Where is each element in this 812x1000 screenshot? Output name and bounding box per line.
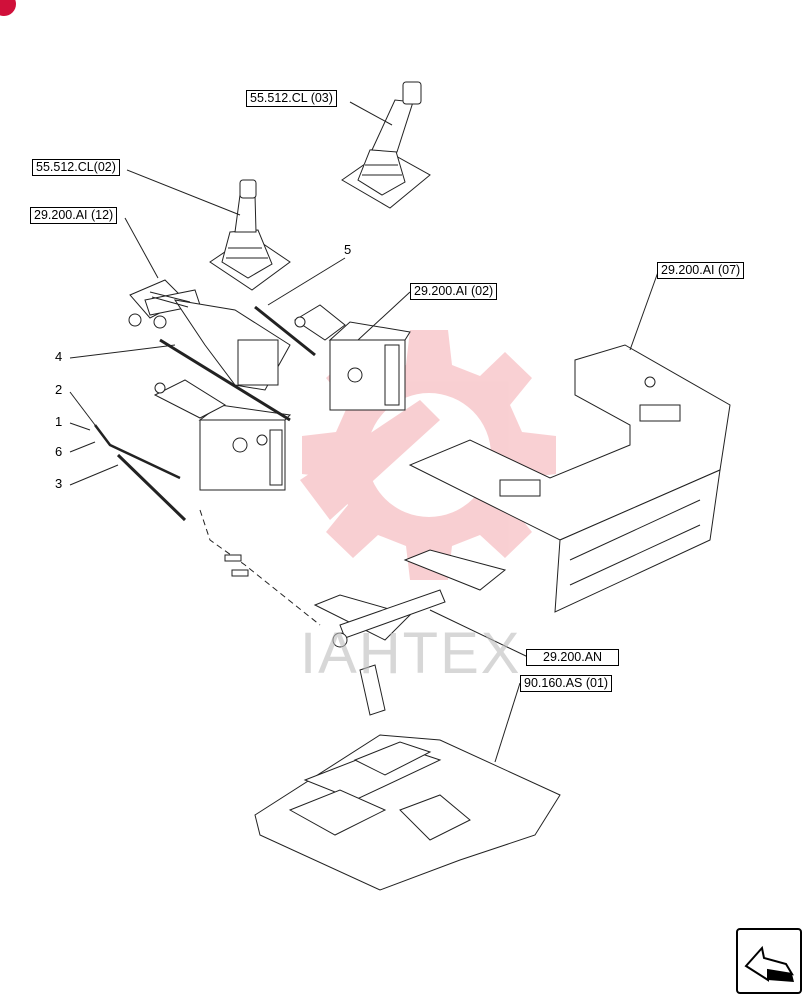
frame-plate-07 (410, 345, 730, 612)
ref-label-55-512-cl-02[interactable]: 55.512.CL(02) (32, 159, 120, 176)
next-page-arrow-icon[interactable] (736, 928, 802, 994)
ref-label-29-200-an[interactable]: 29.200.AN (526, 649, 620, 666)
pedal-assembly (315, 550, 505, 715)
callout-3: 3 (55, 476, 63, 491)
shift-mechanism-02 (295, 305, 410, 410)
floor-plate (255, 735, 560, 890)
ref-label-29-200-ai-02[interactable]: 29.200.AI (02) (410, 283, 498, 300)
ref-label-29-200-ai-07[interactable]: 29.200.AI (07) (657, 262, 745, 279)
watermark-text: IAHTEX (300, 621, 522, 686)
arrow-glyph (738, 930, 794, 982)
callout-2: 2 (55, 382, 63, 397)
leader-lines (70, 102, 658, 762)
callout-5: 5 (344, 242, 352, 257)
gearshift-lever-02 (210, 180, 290, 290)
gearshift-lever-03 (342, 82, 430, 208)
shift-mechanism-12 (129, 280, 290, 390)
callout-4: 4 (55, 349, 63, 364)
ref-label-29-200-ai-12[interactable]: 29.200.AI (12) (30, 207, 118, 224)
rods (95, 307, 320, 625)
callout-1: 1 (55, 414, 63, 429)
ref-label-90-160-as-01[interactable]: 90.160.AS (01) (520, 675, 613, 692)
ref-label-55-512-cl-03[interactable]: 55.512.CL (03) (246, 90, 337, 107)
callout-6: 6 (55, 444, 63, 459)
shift-mechanism-lower (155, 380, 290, 490)
corner-badge (0, 0, 16, 16)
